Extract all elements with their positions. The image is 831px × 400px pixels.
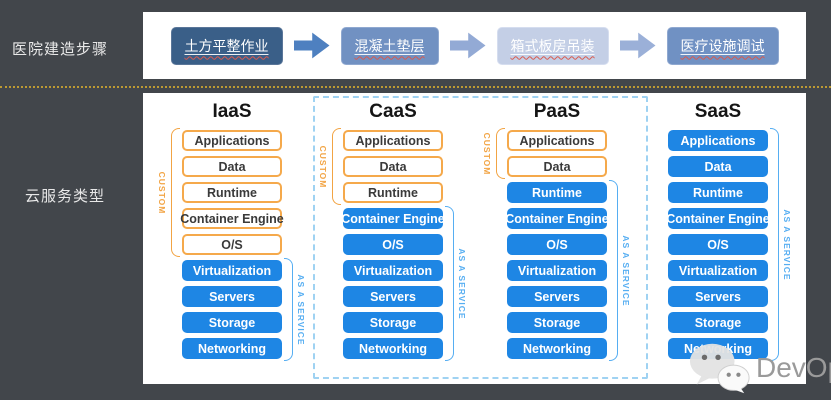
column-title: PaaS [533, 101, 581, 122]
as-a-service-bracket [770, 128, 779, 361]
column-title: SaaS [694, 101, 742, 122]
flow-arrow-icon [619, 32, 656, 59]
as-a-service-bracket [284, 258, 293, 361]
layer-box: O/S [343, 234, 443, 255]
section-label-cloud: 云服务类型 [25, 188, 106, 205]
layer-box: O/S [668, 234, 768, 255]
layer-box: Virtualization [182, 260, 282, 281]
layer-box: Virtualization [668, 260, 768, 281]
construction-flow-panel: 土方平整作业 混凝土垫层 箱式板房吊装 医疗设施调试 [143, 12, 806, 79]
layer-box: Data [182, 156, 282, 177]
layer-box: Storage [182, 312, 282, 333]
layer-box: Servers [182, 286, 282, 307]
watermark-text: DevOps [756, 352, 831, 383]
layer-box: Virtualization [507, 260, 607, 281]
as-a-service-bracket [445, 206, 454, 361]
layer-box: Data [507, 156, 607, 177]
layer-box: Networking [182, 338, 282, 359]
custom-bracket [171, 128, 180, 257]
layer-box: Data [668, 156, 768, 177]
layer-box: Storage [507, 312, 607, 333]
layer-box: Data [343, 156, 443, 177]
custom-label: CUSTOM [482, 132, 492, 175]
flow-arrow-icon [449, 32, 486, 59]
layer-box: Networking [507, 338, 607, 359]
layer-box: Applications [507, 130, 607, 151]
section-label-construction: 医院建造步骤 [12, 41, 109, 58]
layer-box: Container Engine [180, 208, 284, 229]
as-a-service-label: AS A SERVICE [782, 208, 792, 281]
as-a-service-label: AS A SERVICE [457, 247, 467, 320]
flow-step-label: 医疗设施调试 [680, 37, 765, 54]
caas-paas-highlight-box [313, 96, 648, 379]
flow-step-label: 土方平整作业 [184, 37, 269, 54]
flow-step: 箱式板房吊装 [496, 26, 609, 65]
layer-box: Servers [343, 286, 443, 307]
as-a-service-label: AS A SERVICE [621, 234, 631, 307]
layer-box: Container Engine [341, 208, 445, 229]
section-divider [0, 86, 831, 88]
custom-label: CUSTOM [318, 145, 328, 188]
as-a-service-bracket [609, 180, 618, 361]
layer-box: Virtualization [343, 260, 443, 281]
custom-bracket [332, 128, 341, 205]
layer-box: Runtime [182, 182, 282, 203]
layer-box: Servers [507, 286, 607, 307]
custom-bracket [496, 128, 505, 179]
column-title: IaaS [212, 101, 252, 122]
layer-box: O/S [507, 234, 607, 255]
flow-arrow-icon [293, 32, 330, 59]
layer-box: Container Engine [666, 208, 770, 229]
as-a-service-label: AS A SERVICE [296, 273, 306, 346]
flow-step: 医疗设施调试 [666, 26, 779, 65]
layer-box: Storage [343, 312, 443, 333]
layer-box: Runtime [507, 182, 607, 203]
layer-box: Servers [668, 286, 768, 307]
layer-box: Applications [343, 130, 443, 151]
layer-box: Runtime [343, 182, 443, 203]
column-title: CaaS [369, 101, 417, 122]
layer-box: Storage [668, 312, 768, 333]
flow-step: 土方平整作业 [170, 26, 283, 65]
layer-box: O/S [182, 234, 282, 255]
custom-label: CUSTOM [157, 171, 167, 214]
watermark: DevOps [688, 342, 831, 394]
flow-step: 混凝土垫层 [340, 26, 439, 65]
layer-box: Applications [182, 130, 282, 151]
flow-step-label: 箱式板房吊装 [510, 37, 595, 54]
layer-box: Runtime [668, 182, 768, 203]
layer-box: Applications [668, 130, 768, 151]
layer-box: Networking [343, 338, 443, 359]
flow-step-label: 混凝土垫层 [354, 37, 425, 54]
layer-box: Container Engine [505, 208, 609, 229]
wechat-icon [689, 343, 750, 394]
